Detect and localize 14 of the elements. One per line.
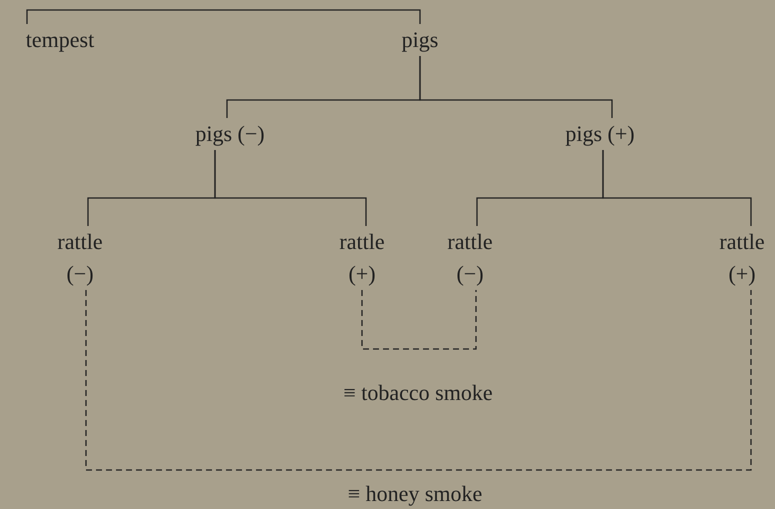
node-label: rattle (+) [709,226,775,290]
node-label: rattle (−) [437,226,503,290]
node-label: pigs (+) [545,118,655,150]
tree-connector [419,56,613,118]
node-label: pigs (−) [175,118,285,150]
node-label: rattle (−) [47,226,113,290]
dashed-connector [361,290,477,350]
node-label: rattle (+) [329,226,395,290]
node-label: pigs [385,24,455,56]
node-label: tempest [5,24,115,56]
tree-connector [26,9,421,24]
tree-connector [602,150,752,226]
tree-connector [214,150,367,226]
dashed-connector [85,290,752,471]
